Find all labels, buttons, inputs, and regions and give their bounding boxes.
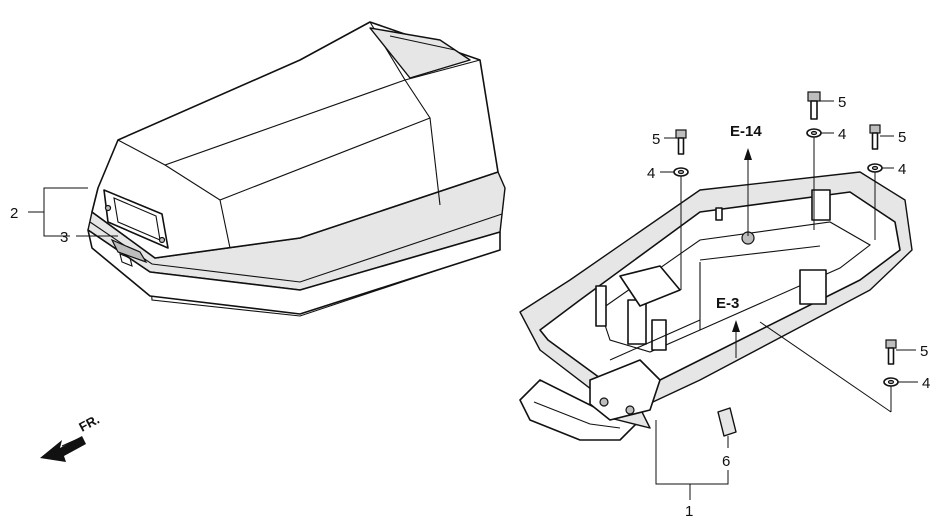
bolt-washer-lower — [883, 339, 899, 412]
part-6-clip — [717, 407, 737, 437]
callout-5-right: 5 — [898, 129, 906, 146]
callout-4-middle: 4 — [838, 126, 846, 143]
ref-e3: E-3 — [716, 295, 739, 312]
callout-5-lower: 5 — [920, 343, 928, 360]
callout-5-middle: 5 — [838, 94, 846, 111]
callout-3: 3 — [60, 229, 68, 246]
callout-4-right: 4 — [898, 161, 906, 178]
callout-2: 2 — [10, 205, 18, 222]
engine-cover — [87, 21, 506, 317]
bolt-washer-right — [867, 124, 883, 240]
ref-e14: E-14 — [730, 123, 762, 140]
leader-lines — [28, 100, 918, 500]
front-direction-arrow — [40, 436, 86, 462]
callout-5-left: 5 — [652, 131, 660, 148]
front-direction-label: FR. — [76, 412, 102, 435]
callout-6: 6 — [722, 453, 730, 470]
callout-1: 1 — [685, 503, 693, 520]
callout-4-left: 4 — [647, 165, 655, 182]
under-case — [519, 171, 913, 441]
callout-4-lower: 4 — [922, 375, 930, 392]
